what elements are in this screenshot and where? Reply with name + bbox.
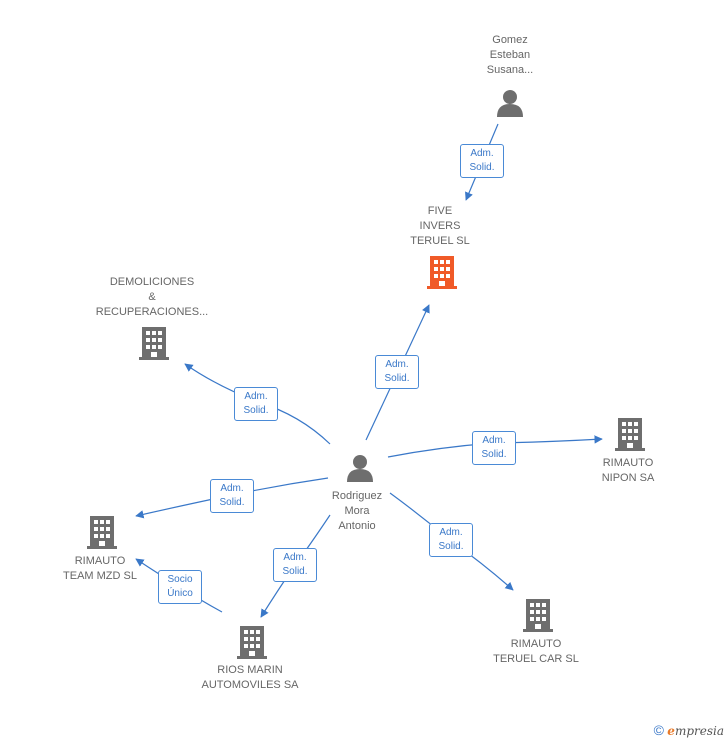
- relation-badge-rod-rios[interactable]: Adm. Solid.: [273, 548, 317, 582]
- building-icon[interactable]: [523, 597, 553, 633]
- node-label-rimauto-teruel[interactable]: RIMAUTO TERUEL CAR SL: [493, 638, 579, 665]
- building-icon[interactable]: [139, 325, 169, 361]
- building-icon[interactable]: [237, 624, 267, 660]
- node-label-rios-marin[interactable]: RIOS MARIN AUTOMOVILES SA: [201, 664, 299, 691]
- node-label-demoliciones[interactable]: DEMOLICIONES & RECUPERACIONES...: [95, 276, 209, 318]
- brand-footer: © empresia: [654, 722, 724, 738]
- building-icon[interactable]: [427, 254, 457, 290]
- relation-badge-rod-nipon[interactable]: Adm. Solid.: [472, 431, 516, 465]
- node-label-five-invers[interactable]: FIVE INVERS TERUEL SL: [410, 205, 470, 247]
- copyright-icon: ©: [653, 722, 664, 738]
- node-label-rimauto-nipon[interactable]: RIMAUTO NIPON SA: [601, 457, 655, 484]
- relation-badge-rios-team[interactable]: Socio Único: [158, 570, 202, 604]
- person-icon[interactable]: [495, 88, 525, 118]
- relation-badge-rod-teruel[interactable]: Adm. Solid.: [429, 523, 473, 557]
- node-label-rimauto-team[interactable]: RIMAUTO TEAM MZD SL: [63, 555, 137, 582]
- relation-badge-gomez-five[interactable]: Adm. Solid.: [460, 144, 504, 178]
- building-icon[interactable]: [87, 514, 117, 550]
- building-icon[interactable]: [615, 416, 645, 452]
- brand-logo: empresia: [667, 724, 724, 738]
- relation-badge-rod-demol[interactable]: Adm. Solid.: [234, 387, 278, 421]
- relation-badge-rod-team[interactable]: Adm. Solid.: [210, 479, 254, 513]
- person-icon[interactable]: [345, 453, 375, 483]
- node-label-rodriguez[interactable]: Rodriguez Mora Antonio: [331, 490, 383, 532]
- relation-badge-rod-five[interactable]: Adm. Solid.: [375, 355, 419, 389]
- node-label-gomez[interactable]: Gomez Esteban Susana...: [486, 34, 534, 76]
